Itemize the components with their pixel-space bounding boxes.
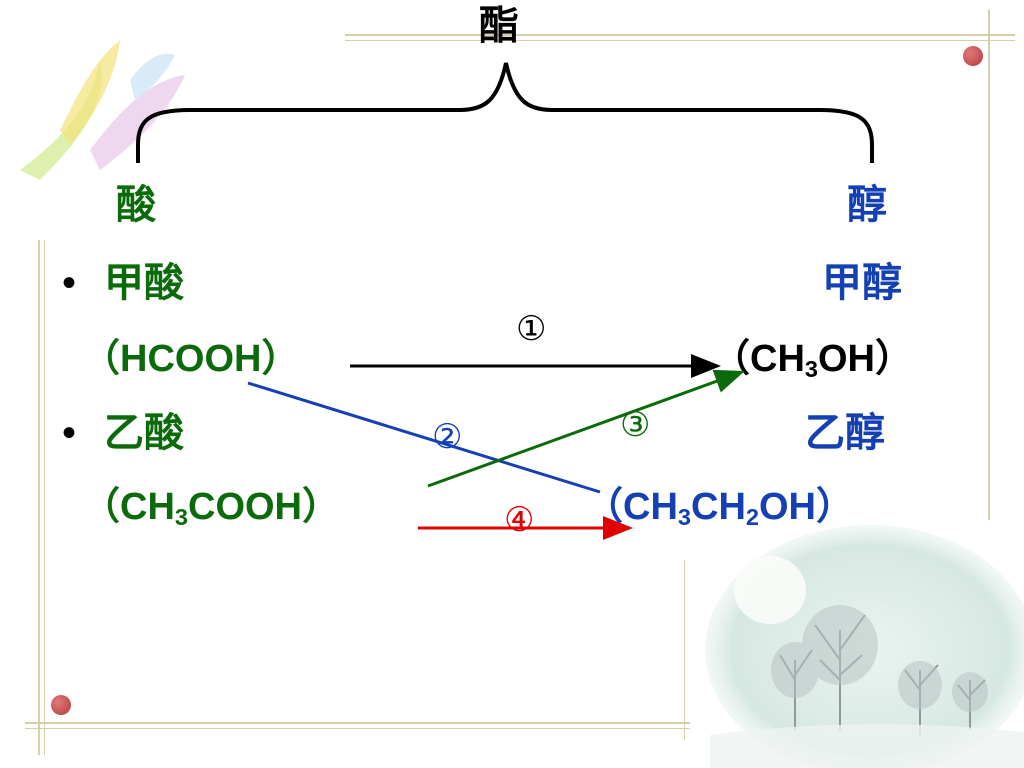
arrow-3 [427,369,745,488]
ester-brace [136,62,874,163]
acid-formula-formic: （HCOOH） [82,338,300,380]
frame-bottom-line [25,722,690,724]
bullet: • [62,261,77,305]
acid-name-acetic: 乙酸 [104,410,184,456]
frame-right-inner-line [684,560,685,740]
alcohol-header: 醇 [847,182,887,228]
acid-header: 酸 [116,182,156,228]
frame-right-line [988,10,990,520]
acid-name-formic: 甲酸 [104,260,184,306]
frame-top-line [345,34,1015,36]
alcohol-name-methanol: 甲醇 [822,260,902,306]
frame-left-line-2 [44,240,45,755]
frame-left-line [38,240,40,755]
frame-dot-bottom-left [51,695,71,715]
bullet: • [62,411,77,455]
ester-title: 酯 [479,3,519,49]
frame-top-line-2 [345,40,1015,41]
ribbon-logo [20,40,185,180]
acid-formula-acetic: （CH3COOH） [82,486,341,530]
reaction-label-2: ② [432,417,463,457]
frame-bottom-line-2 [25,728,690,729]
reaction-label-3: ③ [620,405,651,445]
winter-trees-image [705,525,1024,768]
frame-dot-top-right [963,46,983,66]
reaction-label-4: ④ [504,500,535,540]
reaction-label-1: ① [516,309,547,349]
arrow-2 [247,381,601,494]
alcohol-name-ethanol: 乙醇 [805,410,885,456]
